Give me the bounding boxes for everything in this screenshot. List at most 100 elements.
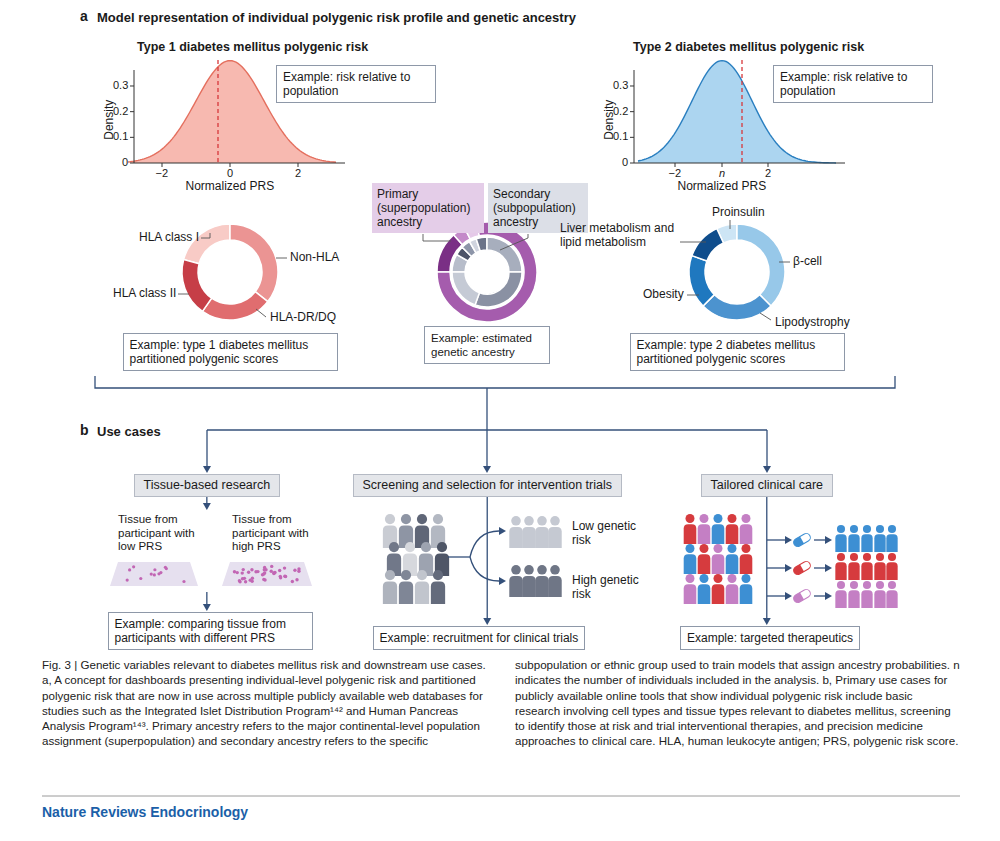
- cell-dot: [254, 570, 257, 573]
- cell-dot: [283, 575, 286, 578]
- person-icon: [535, 527, 548, 548]
- person-icon: [861, 590, 872, 608]
- tissue-slide: [110, 562, 198, 586]
- cell-dot: [150, 573, 153, 576]
- person-icon: [740, 584, 753, 604]
- person-icon: [509, 576, 522, 597]
- bracket: [95, 376, 895, 388]
- panel-heading: Model representation of individual polyg…: [97, 11, 576, 25]
- person-icon: [684, 584, 697, 604]
- arrowhead: [785, 564, 792, 572]
- cell-dot: [182, 580, 185, 583]
- tick-label: 0: [227, 167, 233, 181]
- arrowhead: [499, 577, 506, 585]
- leader-line: [423, 234, 451, 241]
- use-case-box: Tailored clinical care: [701, 474, 834, 497]
- pill-icon: [792, 537, 804, 548]
- donut-segment: [202, 292, 267, 320]
- example-box: Example: recruitment for clinical trials: [373, 626, 586, 650]
- person-icon: [874, 590, 885, 608]
- pill-icon: [792, 593, 804, 604]
- cell-dot: [128, 568, 131, 571]
- tick: [630, 111, 634, 112]
- person-icon: [415, 582, 429, 604]
- person-icon: [861, 534, 872, 552]
- cell-dot: [270, 565, 273, 568]
- person-icon: [548, 527, 561, 548]
- person-icon: [698, 584, 711, 604]
- donut-segment: [475, 272, 522, 307]
- person-icon: [712, 554, 725, 574]
- cell-dot: [247, 571, 250, 574]
- arrow-line: [470, 531, 499, 557]
- arrowhead: [785, 592, 792, 600]
- person-icon: [726, 554, 739, 574]
- arrowhead: [785, 536, 792, 544]
- donut-segment: [689, 256, 714, 306]
- box-text: Example: targeted therapeutics: [687, 631, 853, 645]
- person-icon: [399, 582, 413, 604]
- cell-dot: [278, 569, 281, 572]
- person-icon: [726, 584, 739, 604]
- cell-dot: [272, 572, 275, 575]
- tick: [630, 85, 634, 86]
- person-icon: [684, 554, 697, 574]
- cell-dot: [241, 577, 244, 580]
- tick: [675, 163, 676, 167]
- panel-letter: a: [80, 10, 88, 24]
- segment-label: HLA class I: [139, 231, 199, 245]
- axis-title: Normalized PRS: [186, 180, 275, 194]
- person-icon: [401, 570, 411, 580]
- arrow-line: [486, 388, 487, 430]
- person-icon: [874, 562, 885, 580]
- chart-title: Type 2 diabetes mellitus polygenic risk: [633, 41, 864, 55]
- person-icon: [863, 525, 871, 533]
- chart-title: Type 1 diabetes mellitus polygenic risk: [137, 41, 368, 55]
- example-box: Example: estimated genetic ancestry: [424, 326, 550, 364]
- cell-dot: [153, 568, 156, 571]
- cell-dot: [242, 568, 245, 571]
- person-icon: [863, 581, 871, 589]
- arrowhead: [825, 536, 832, 544]
- segment-label: Obesity: [643, 288, 684, 302]
- panel-letter: b: [80, 424, 89, 438]
- cell-dot: [283, 566, 286, 569]
- example-box: Example: targeted therapeutics: [680, 626, 860, 650]
- arrow-line: [814, 595, 826, 596]
- person-icon: [524, 565, 534, 575]
- person-icon: [431, 582, 445, 604]
- person-icon: [700, 544, 709, 553]
- person-icon: [714, 574, 723, 583]
- person-icon: [537, 516, 547, 526]
- donut-segment: [692, 228, 724, 261]
- axis-title: Normalized PRS: [678, 180, 767, 194]
- person-icon: [848, 562, 859, 580]
- box-text: Example: estimated genetic ancestry: [431, 331, 543, 359]
- x-axis: [134, 163, 345, 164]
- tissue-label: Tissue from participant with high PRS: [232, 513, 316, 554]
- cell-dot: [250, 580, 253, 583]
- connector-line: [206, 497, 207, 605]
- arrowhead: [825, 564, 832, 572]
- group-label: Low genetic risk: [572, 520, 644, 547]
- cell-dot: [233, 570, 236, 573]
- pill-icon: [792, 560, 812, 576]
- person-icon: [837, 581, 845, 589]
- segment-label: HLA class II: [113, 287, 176, 301]
- pill-icon: [792, 532, 812, 548]
- leader-line: [256, 309, 266, 317]
- cell-dot: [263, 571, 266, 574]
- cell-dot: [284, 575, 287, 578]
- person-icon: [886, 590, 897, 608]
- cell-dot: [165, 567, 168, 570]
- segment-label: β-cell: [793, 255, 822, 269]
- tick: [162, 163, 163, 167]
- connector-line: [487, 497, 488, 619]
- arrow-line: [486, 430, 487, 467]
- person-icon: [385, 514, 395, 524]
- leader-line: [730, 220, 731, 229]
- example-box: Example: comparing tissue from participa…: [108, 612, 313, 650]
- tick: [130, 163, 134, 164]
- person-icon: [728, 514, 737, 523]
- donut-segment: [182, 260, 212, 312]
